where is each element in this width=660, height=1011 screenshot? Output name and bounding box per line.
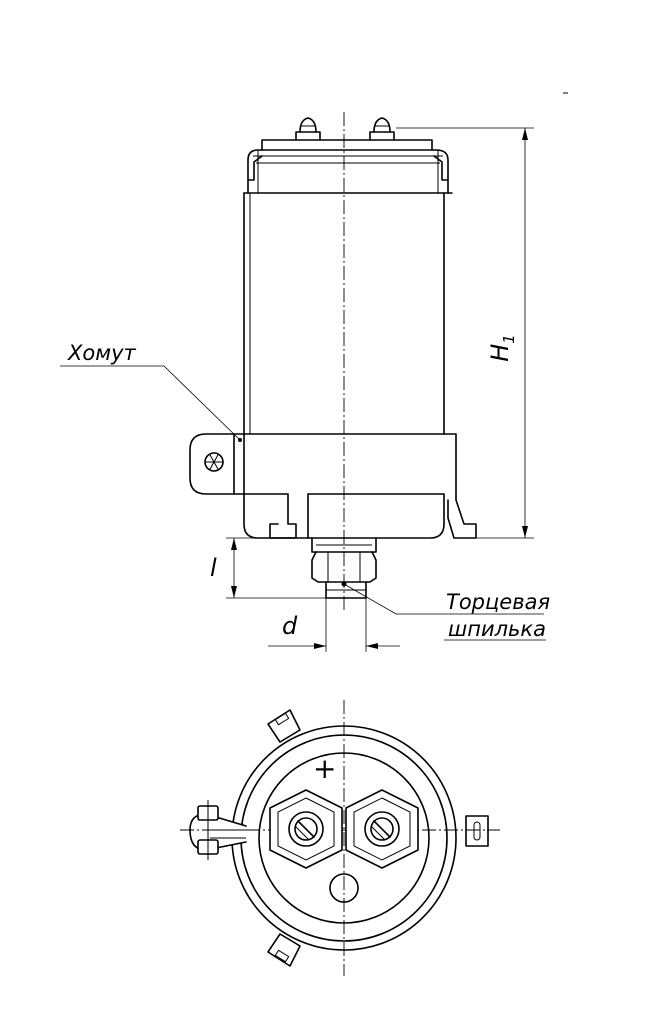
- stud-label-line2: шпилька: [448, 617, 546, 641]
- diameter-label: d: [282, 612, 298, 640]
- mounting-tabs: [267, 709, 489, 967]
- top-view: +: [180, 700, 500, 976]
- clamp-band: [189, 433, 477, 539]
- top-cap: [243, 139, 453, 194]
- terminal-screws: [295, 117, 395, 141]
- diameter-dimension: d: [268, 598, 400, 652]
- plus-sign: +: [313, 752, 336, 785]
- terminal-left: [269, 789, 343, 869]
- clamp-label: Хомут: [67, 341, 137, 365]
- stud-label-line1: Торцевая: [446, 590, 550, 614]
- height-label: H1: [486, 334, 518, 362]
- length-label: l: [210, 554, 217, 582]
- length-dimension: l: [210, 537, 326, 599]
- height-dimension: H1: [396, 127, 534, 539]
- clamp-lug-top: [189, 800, 247, 860]
- terminal-right: [345, 789, 419, 869]
- side-view: H1 l d Хомут Торцевая шпилька: [60, 92, 568, 652]
- callouts: Хомут Торцевая шпилька: [60, 341, 550, 641]
